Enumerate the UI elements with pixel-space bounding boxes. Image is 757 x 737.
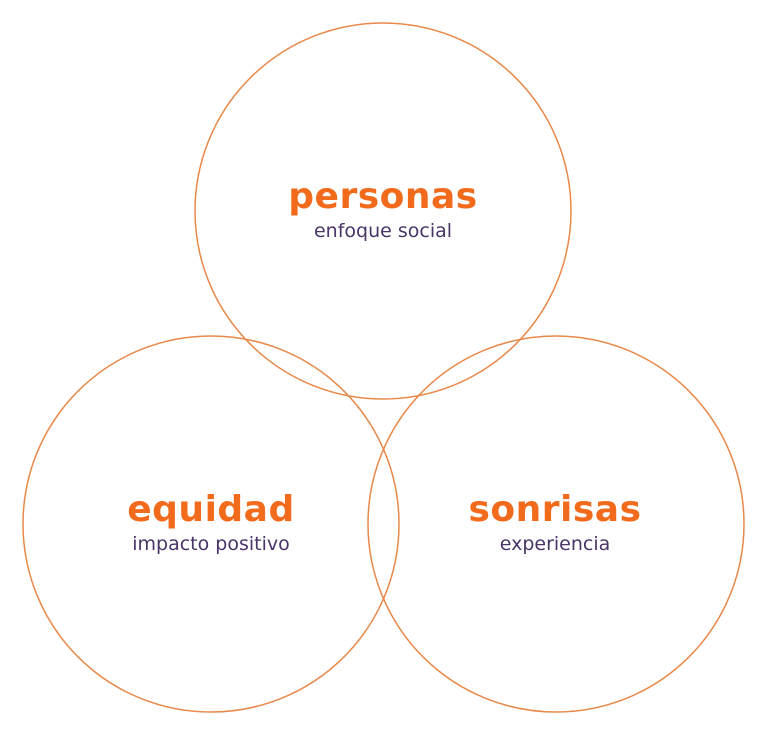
label-personas: personas enfoque social xyxy=(233,177,533,243)
subtitle-personas: enfoque social xyxy=(313,220,453,242)
circle-sonrisas xyxy=(367,335,745,713)
circle-equidad xyxy=(22,335,400,713)
subtitle-equidad: impacto positivo xyxy=(132,533,290,555)
label-equidad: equidad impacto positivo xyxy=(61,490,361,556)
circle-personas xyxy=(194,22,572,400)
subtitle-sonrisas: experiencia xyxy=(499,533,611,555)
title-personas: personas xyxy=(288,176,478,217)
title-sonrisas: sonrisas xyxy=(468,489,642,530)
title-equidad: equidad xyxy=(127,489,295,530)
label-sonrisas: sonrisas experiencia xyxy=(405,490,705,556)
